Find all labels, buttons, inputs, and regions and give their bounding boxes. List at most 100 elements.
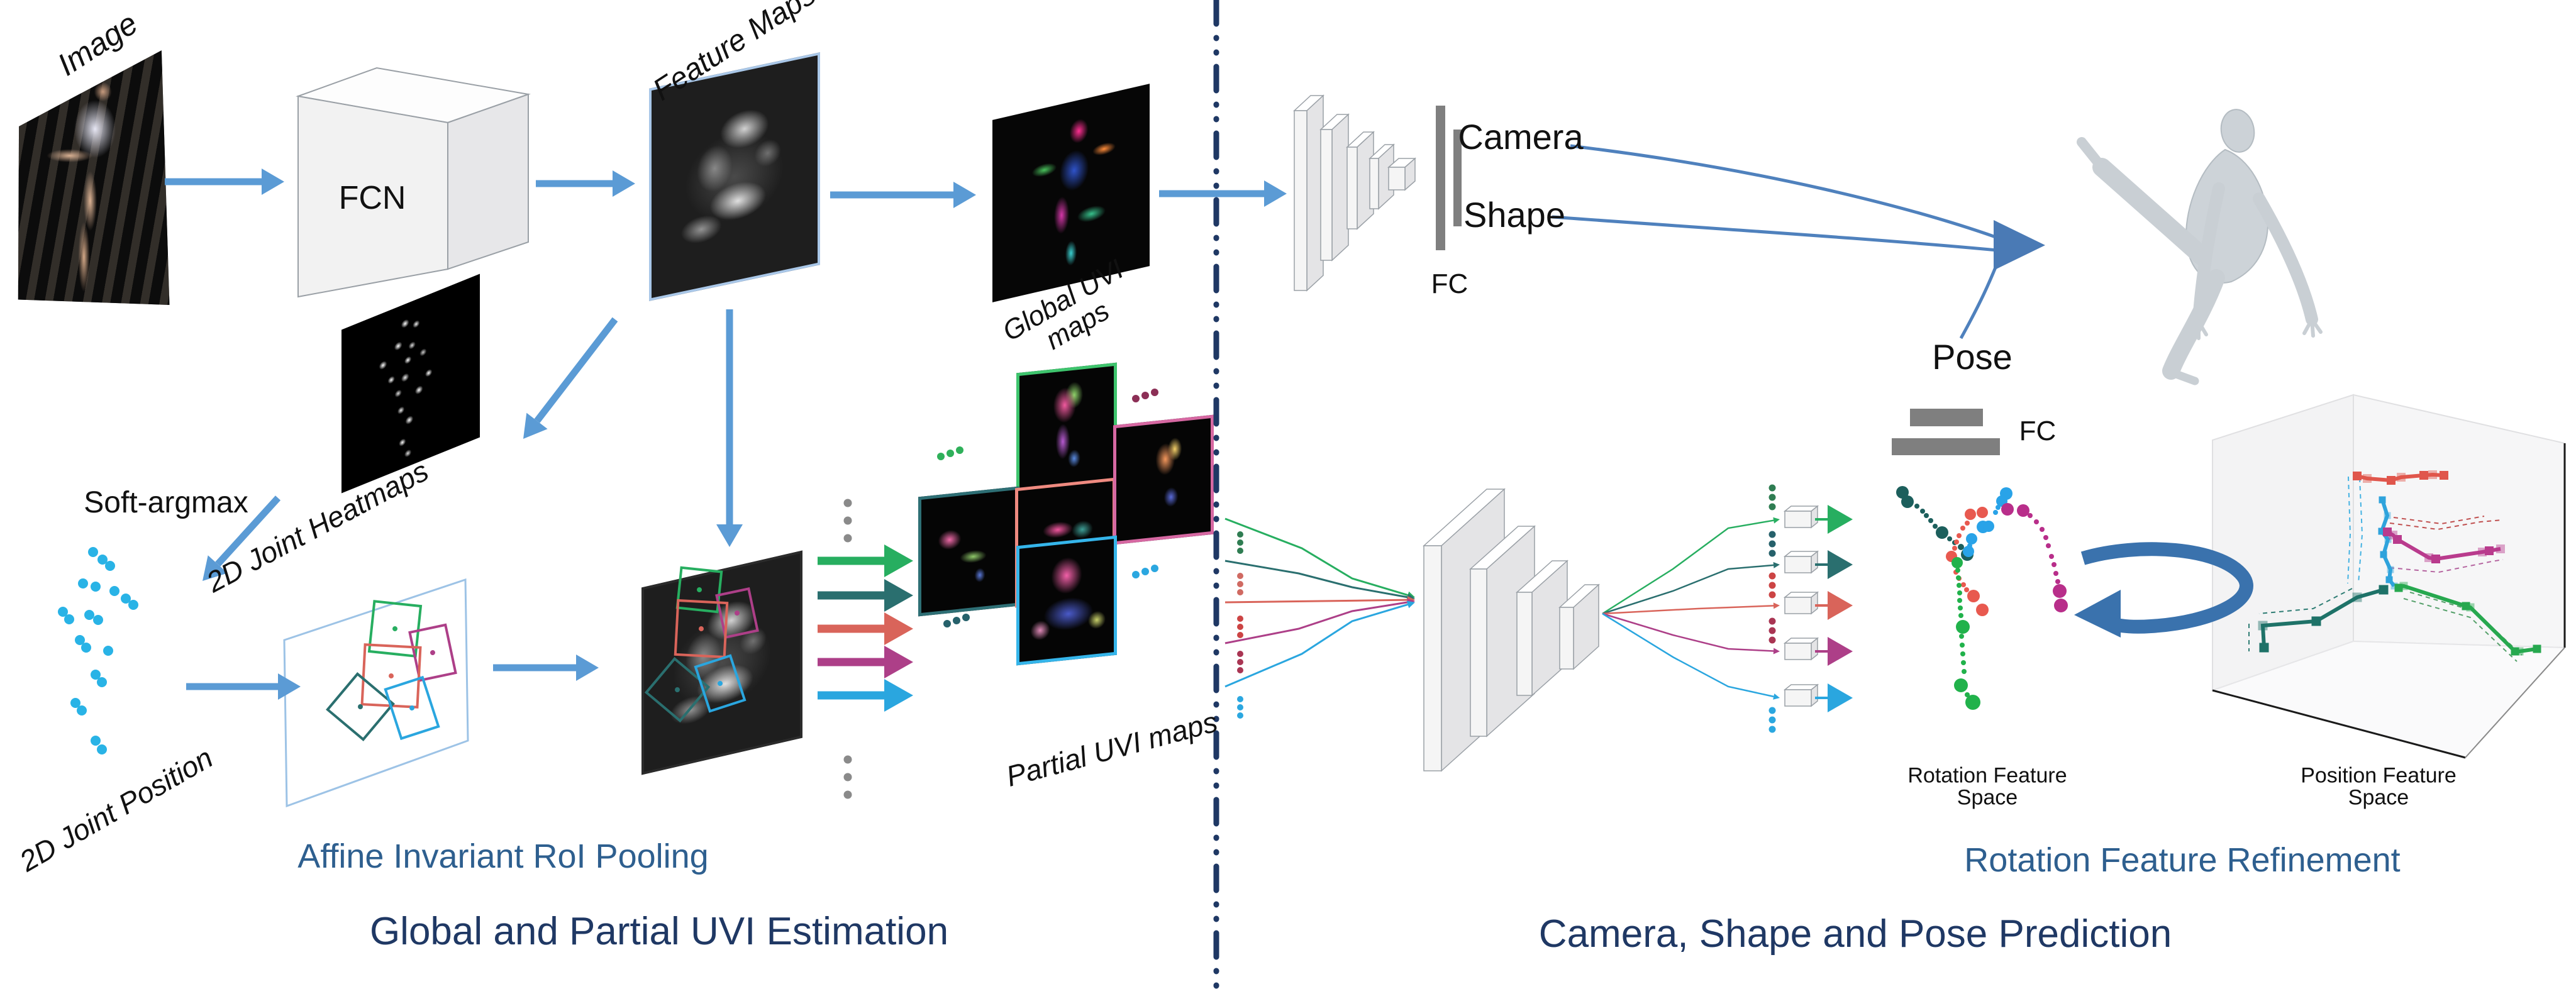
cube-chain-joint [2384, 512, 2391, 519]
flow-arrow-3-head [1264, 180, 1287, 207]
cube-chain-joint [2387, 476, 2396, 485]
ellipsis-dots-4 [1237, 712, 1243, 719]
conv-slab-0-front [1294, 110, 1307, 291]
part-magenta-arrow-head [884, 646, 913, 678]
ellipsis-dots-13 [1132, 395, 1140, 402]
joint-position-dot [97, 744, 107, 754]
rotation-scatter-dot-1 [1965, 521, 1970, 526]
flow-arrow-7-head [278, 673, 301, 700]
part-green-out-arrow-head [1828, 505, 1853, 534]
cube-chain-joint [2399, 582, 2408, 590]
fc-bar-2 [1910, 409, 1983, 426]
rotation-scatter-dot-4 [1962, 669, 1967, 674]
rotation-scatter-dot-4 [1956, 620, 1970, 634]
rotation-scatter-dot-4 [1954, 678, 1968, 692]
part-red-out-arrow-head [1828, 591, 1853, 620]
ellipsis-dots-13 [1151, 389, 1158, 396]
cube-chain-joint [2428, 470, 2437, 479]
joint-position-dot [105, 561, 115, 571]
rotation-space-label-line1: Rotation Feature [1907, 763, 2067, 788]
rotation-scatter-dot-1 [1952, 546, 1957, 551]
roi-pooling-panel [283, 578, 469, 808]
cube-chain-joint [2419, 471, 2428, 480]
cube-chain-joint [2431, 555, 2440, 563]
rotation-scatter-dot-0 [1947, 536, 1952, 541]
conv-slab-5-front [1423, 545, 1442, 771]
ellipsis-dots-14 [953, 617, 960, 624]
ellipsis-dots-11 [843, 773, 852, 782]
ellipsis-dots-5 [1768, 494, 1776, 501]
section-left-caption: Global and Partial UVI Estimation [369, 909, 949, 953]
cube-chain-joint [2511, 647, 2519, 656]
ellipsis-dots-6 [1768, 550, 1776, 557]
ellipsis-dots-15 [1151, 565, 1158, 572]
section-right-caption: Camera, Shape and Pose Prediction [1538, 912, 2172, 956]
joint-position-dot [91, 670, 101, 680]
part-green-fc-box-front [1784, 511, 1812, 528]
part-cyan-roi-box [694, 654, 747, 713]
rotation-scatter-dot-0 [1920, 509, 1925, 514]
rotation-scatter-dot-1 [1976, 604, 1989, 616]
rotation-scatter-dot-4 [1951, 557, 1963, 568]
joint-position-dot [103, 646, 113, 656]
rotation-scatter-dot-0 [1928, 518, 1933, 523]
camera-curve [1570, 144, 1998, 240]
rotation-scatter-dot-3 [2043, 535, 2048, 540]
refinement-caption: Rotation Feature Refinement [1964, 841, 2401, 879]
ellipsis-dots-9 [1768, 716, 1776, 724]
rotation-scatter-dot-3 [2054, 599, 2068, 612]
rotation-scatter-dot-1 [1961, 582, 1966, 587]
cube-chain-joint [2259, 643, 2269, 653]
part-red-fc-box-front [1784, 597, 1812, 614]
joint-position-dot [58, 607, 68, 617]
ellipsis-dots-9 [1768, 707, 1776, 714]
rotation-space-label-line2: Space [1957, 786, 2018, 810]
joint-position-dot [78, 578, 88, 588]
conv-slab-3-front [1369, 158, 1379, 209]
part-red-fanin [1224, 599, 1408, 604]
ellipsis-dots-1 [1237, 589, 1243, 595]
joint-position-dot [93, 615, 103, 625]
cube-chain-joint [2496, 544, 2505, 553]
rotation-scatter-dot-2 [1993, 510, 1998, 515]
rotation-scatter-dot-3 [2034, 519, 2039, 524]
part-cyan-arrow-head [884, 679, 913, 712]
rotation-scatter-dot-3 [2017, 504, 2029, 517]
part-cyan-roi-box [384, 675, 440, 741]
rotation-scatter-dot-4 [1965, 695, 1980, 710]
conv-slab-4-front [1388, 167, 1406, 191]
joint-position-dot [121, 594, 131, 604]
part-cyan-fanout [1602, 612, 1774, 698]
part-cyan-fc-box-front [1784, 689, 1812, 707]
cube-chain-joint [2462, 602, 2470, 611]
part-magenta-roi-box [408, 623, 457, 682]
part-magenta-fc-box-front [1784, 643, 1812, 660]
part-teal-fanin [1224, 560, 1408, 599]
rotation-scatter-dot-4 [1965, 692, 1970, 697]
part-red-fanout [1602, 605, 1774, 615]
ellipsis-dots-13 [1141, 392, 1149, 399]
rotation-scatter-dot-4 [1959, 634, 1964, 639]
rotation-scatter-dot-3 [2053, 584, 2067, 598]
ellipsis-dots-12 [937, 453, 945, 460]
joint-position-dot [77, 705, 87, 716]
cube-chain-joint [2515, 647, 2524, 656]
flow-arrow-5-head [716, 524, 743, 547]
cube-guide-3 [2403, 598, 2518, 662]
ellipsis-dots-7 [1768, 591, 1776, 599]
ellipsis-dots-2 [1237, 632, 1243, 638]
rotation-scatter-dot-0 [1924, 513, 1929, 518]
part-green-fanin [1224, 517, 1408, 596]
cube-chain-joint [2390, 582, 2398, 590]
rotation-scatter-dot-4 [1958, 605, 1963, 611]
part-cyan-fanout-head [1773, 693, 1780, 700]
cube-guide-0 [2389, 519, 2502, 531]
part-cyan-fanin [1224, 604, 1408, 688]
rotation-scatter-dot-4 [1957, 583, 1962, 588]
flow-arrow-0-head [262, 169, 284, 195]
ellipsis-dots-10 [843, 499, 852, 507]
ellipsis-dots-14 [943, 620, 951, 627]
ellipsis-dots-7 [1768, 582, 1776, 589]
rotation-scatter-dot-4 [1957, 590, 1962, 595]
